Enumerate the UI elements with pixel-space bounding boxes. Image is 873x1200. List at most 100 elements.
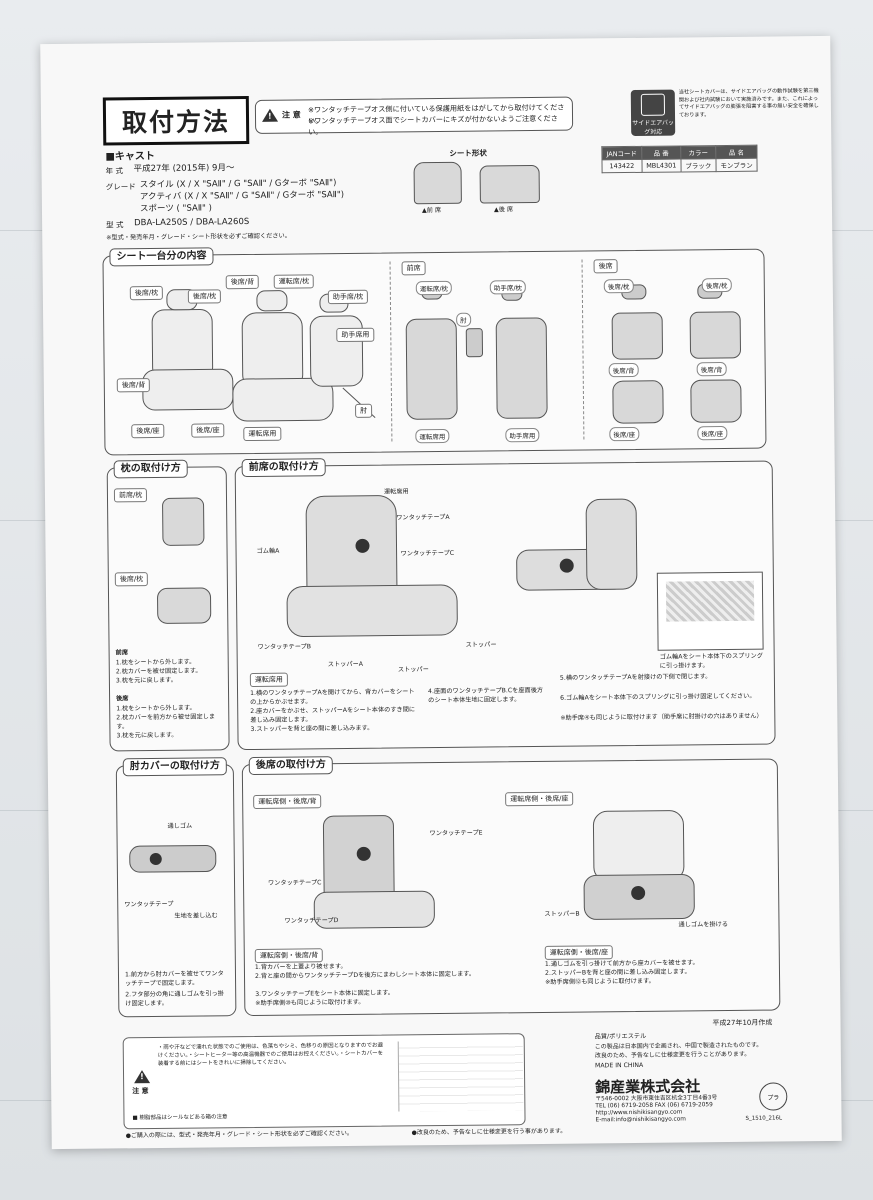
airbag-badge: サイドエアバッグ対応 [630, 89, 676, 136]
product-table-header: 品 番 [641, 145, 681, 160]
armrest-label: ワンタッチテープ [124, 900, 174, 909]
pillow-section: 枕の取付け方 前席/枕 後席/枕 前席 1.枕をシートから外します。 2.枕カバ… [106, 459, 230, 752]
seat-rear-caption: ▲後 席 [493, 206, 514, 214]
item-label: 後席/枕 [129, 285, 164, 301]
front-seat-parts-illustration [405, 282, 548, 420]
full-seat-set-illustration [142, 289, 376, 422]
front-step: 6.ゴム輪Aをシート本体下のスプリングに引っ掛け固定してください。 [560, 692, 756, 702]
install-label: ゴム輪A [256, 547, 280, 555]
grade-line: アクティバ (X / X "SAⅡ" / G "SAⅡ" / Gターボ "SAⅡ… [139, 189, 345, 203]
front-item-label: 助手席/枕 [489, 280, 527, 295]
pillow-step: 2.枕カバーを前方から被せ固定します。 [116, 713, 216, 731]
front-pillow-illustration [161, 497, 205, 546]
front-seat-shape-illustration [413, 161, 462, 205]
pillow-step: 3.枕を元に戻します。 [116, 731, 178, 740]
item-label: 後席/座 [191, 423, 225, 438]
rear-item-label: 後席/座 [609, 426, 640, 442]
footer-caution-text: ・雨や汗などで濡れた状態でのご使用は、色落ちやシミ、色移りの原因となりますのでお… [157, 1042, 384, 1067]
armrest-step: 1.前方から肘カバーを被せてワンタッチテープで固定します。 [124, 970, 224, 988]
warning-icon [133, 1068, 151, 1087]
address-line: E-mail:info@nishikisangyo.com [595, 1116, 686, 1124]
item-label: 後席/枕 [187, 289, 222, 304]
pillow-tab: 枕の取付け方 [113, 459, 188, 479]
type-value: DBA-LA250S / DBA-LA260S [134, 216, 250, 229]
product-table: JANコード 品 番 カラー 品 名 143422 MBL4301 ブラック モ… [601, 145, 758, 174]
item-label: 肘 [355, 403, 373, 418]
pillow-step: 3.枕を元に戻します。 [115, 676, 177, 685]
item-label: 後席/背 [225, 274, 260, 290]
type-label: 型 式 [106, 220, 124, 230]
rear-install-label: ワンタッチテープC [267, 879, 322, 887]
seat-front-caption: ▲前 席 [421, 206, 442, 215]
rear-contents-tab: 後席 [593, 259, 618, 274]
armrest-label: 通しゴム [167, 822, 193, 830]
front-item-label: 助手席用 [505, 427, 540, 443]
document-code: S_1510_216L [745, 1115, 783, 1122]
armrest-label: 生地を差し込む [174, 912, 218, 920]
material: 品質/ポリエステル [594, 1032, 647, 1041]
item-label: 運転席/枕 [273, 274, 315, 289]
armrest-section: 肘カバーの取付け方 通しゴム ワンタッチテープ 生地を差し込む 1.前方から肘カ… [115, 757, 237, 1018]
install-label: ストッパー [397, 666, 429, 674]
contents-tab: シート一台分の内容 [109, 247, 214, 267]
rear-step: ※助手席側⑫も同じように取付けます。 [545, 977, 655, 986]
year-value: 平成27年 (2015年) 9月〜 [133, 163, 235, 175]
product-number: MBL4301 [641, 158, 681, 173]
rear-seat-install-illustration [583, 810, 695, 920]
rear-seat-parts-illustration [611, 283, 742, 424]
product-name: モンブラン [715, 158, 758, 172]
divider [389, 261, 394, 442]
spring-illustration [665, 580, 755, 622]
warning-icon [261, 108, 279, 125]
install-label: ワンタッチテープA [396, 513, 450, 522]
origin-line: 改良のため、予告なしに仕様変更を行うことがあります。 [594, 1050, 751, 1060]
instruction-sheet: 取付方法 注 意 ※ワンタッチテープオス側に付いている保護用紙をはがしてから取付… [40, 35, 842, 1150]
model-heading: ■キャスト [105, 150, 155, 163]
rear-item-label: 後席/枕 [603, 278, 634, 294]
recycle-mark-icon: プラ [759, 1082, 788, 1111]
rear-item-label: 後席/座 [697, 425, 728, 441]
pillow-front-heading: 前席 [115, 649, 129, 657]
product-table-header: JANコード [601, 146, 642, 160]
front-contents-tab: 前席 [401, 261, 426, 276]
vehicle-note: ※型式・発売年月・グレード・シート形状を必ずご確認ください。 [106, 232, 291, 242]
washing-note: ■ 樹脂部品はシールなどある箱の注意 [132, 1114, 228, 1122]
rear-install-tab: 後席の取付け方 [248, 756, 333, 776]
front-seat-install-illustration [286, 495, 458, 637]
armrest-tab: 肘カバーの取付け方 [122, 757, 227, 777]
product-table-header: カラー [680, 145, 716, 159]
made-in: MADE IN CHINA [594, 1061, 644, 1070]
rear-install-label: ストッパーB [544, 910, 580, 918]
front-step: 3.ストッパーを背と座の間に差し込みます。 [250, 724, 374, 734]
company-name: 錦産業株式会社 [595, 1077, 701, 1097]
rear-left-label: 運転席側・後席/背 [253, 794, 322, 809]
footer-caution-box: 注 意 ・雨や汗などで濡れた状態でのご使用は、色落ちやシミ、色移りの原因となりま… [122, 1033, 526, 1130]
rear-step: 2.背と座の間からワンタッチテープDを後方にまわしシート本体に固定します。 [254, 970, 476, 980]
item-label: 運転席用 [243, 426, 282, 442]
page-title: 取付方法 [102, 95, 250, 146]
install-label: ストッパー [465, 641, 497, 649]
product-table-header: 品 名 [715, 145, 758, 159]
grade-label: グレード [105, 182, 136, 192]
front-item-label: 運転席用 [415, 428, 450, 444]
footer-caution-label: 注 意 [132, 1087, 149, 1096]
install-label: 運転席用 [383, 488, 409, 496]
rear-right-label: 運転席側・後席/座 [505, 791, 574, 807]
front-step: 4.座面のワンタッチテープB.Cを座面後方のシート本体生地に固定します。 [428, 686, 544, 705]
front-item-label: 肘 [456, 312, 471, 327]
jan-code: 143422 [601, 159, 642, 173]
grade-line: スポーツ ( "SAⅡ" ) [139, 203, 212, 215]
rubber-ring-inset [656, 571, 764, 651]
product-color: ブラック [680, 158, 716, 172]
seat-shape-label: シート形状 [449, 148, 487, 158]
rear-right-steps-heading: 運転席側・後席/座 [544, 945, 614, 960]
rear-install-label: 通しゴムを掛ける [678, 921, 729, 929]
rear-install-label: ワンタッチテープD [284, 917, 339, 925]
rear-item-label: 後席/背 [608, 362, 639, 378]
front-steps-heading: 運転席用 [249, 672, 288, 688]
item-label: 後席/背 [116, 378, 151, 393]
item-label: 後席/座 [131, 423, 165, 439]
rear-seat-shape-illustration [479, 164, 540, 204]
creation-date: 平成27年10月作成 [712, 1018, 773, 1028]
pillow-rear-heading: 後席 [116, 695, 129, 703]
